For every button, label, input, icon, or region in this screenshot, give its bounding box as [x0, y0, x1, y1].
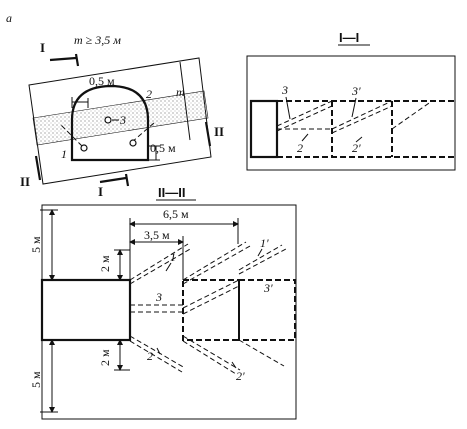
section-mark-I-bottom	[99, 176, 127, 184]
section-II-label-3p: 3'	[263, 281, 273, 295]
condition-label: m ≥ 3,5 м	[74, 33, 121, 47]
section-I-label-3p: 3'	[351, 84, 361, 98]
hole-1-line	[59, 123, 83, 147]
plan-section-I-top: I	[40, 40, 45, 55]
section-mark-II-right	[204, 121, 212, 147]
dim-top-label: 0,5 м	[89, 74, 115, 88]
dim-3-5-label: 3,5 м	[144, 228, 170, 242]
section-II-view: II—II 6,5 м 3,5 м	[29, 185, 297, 420]
figure-letter: a	[6, 11, 12, 25]
section-I-label-2p: 2'	[352, 141, 361, 155]
dim-2m-top-label: 2 м	[98, 255, 112, 272]
plan-label-2: 2	[146, 87, 152, 101]
section-I-view: I—I 3 3' 2 2'	[246, 30, 456, 171]
section-mark-II-left	[34, 155, 42, 181]
excavation-outline	[70, 84, 150, 162]
section-I-frame	[246, 55, 456, 171]
section-II-label-1: 1	[170, 250, 176, 264]
plan-section-I-bottom: I	[98, 184, 103, 199]
dim-5m-top-label: 5 м	[29, 236, 43, 253]
hole-2-line	[131, 121, 156, 143]
plan-label-1: 1	[61, 147, 67, 161]
plan-section-II-right: II	[214, 124, 224, 139]
hole-3-mark	[104, 116, 112, 124]
section-II-title: II—II	[158, 185, 185, 200]
section-II-gallery	[40, 278, 132, 342]
section-II-label-2p: 2'	[236, 369, 245, 383]
section-mark-I-top	[49, 56, 77, 62]
plan-label-3: 3	[119, 113, 126, 127]
hole-1-mark	[80, 144, 88, 152]
hole-2-mark	[129, 139, 137, 147]
dim-m-label: m	[176, 85, 185, 99]
dim-2m-bottom-label: 2 м	[98, 349, 112, 366]
plan-view: 0,5 м 0,5 м m 1 2 3 I I II II	[20, 40, 224, 199]
section-I-label-2: 2	[297, 141, 303, 155]
plan-section-II-left: II	[20, 174, 30, 189]
section-I-title: I—I	[339, 30, 359, 45]
dim-right-label: 0,5 м	[150, 141, 176, 155]
section-II-label-1p: 1'	[260, 236, 269, 250]
section-II-label-2: 2	[147, 349, 153, 363]
seam-band	[32, 90, 209, 146]
section-I-label-3: 3	[281, 83, 288, 97]
dim-5m-bottom-label: 5 м	[29, 371, 43, 388]
section-II-label-3: 3	[155, 290, 162, 304]
dim-6-5-label: 6,5 м	[163, 207, 189, 221]
plan-frame	[28, 57, 212, 185]
section-I-gallery	[249, 99, 279, 159]
